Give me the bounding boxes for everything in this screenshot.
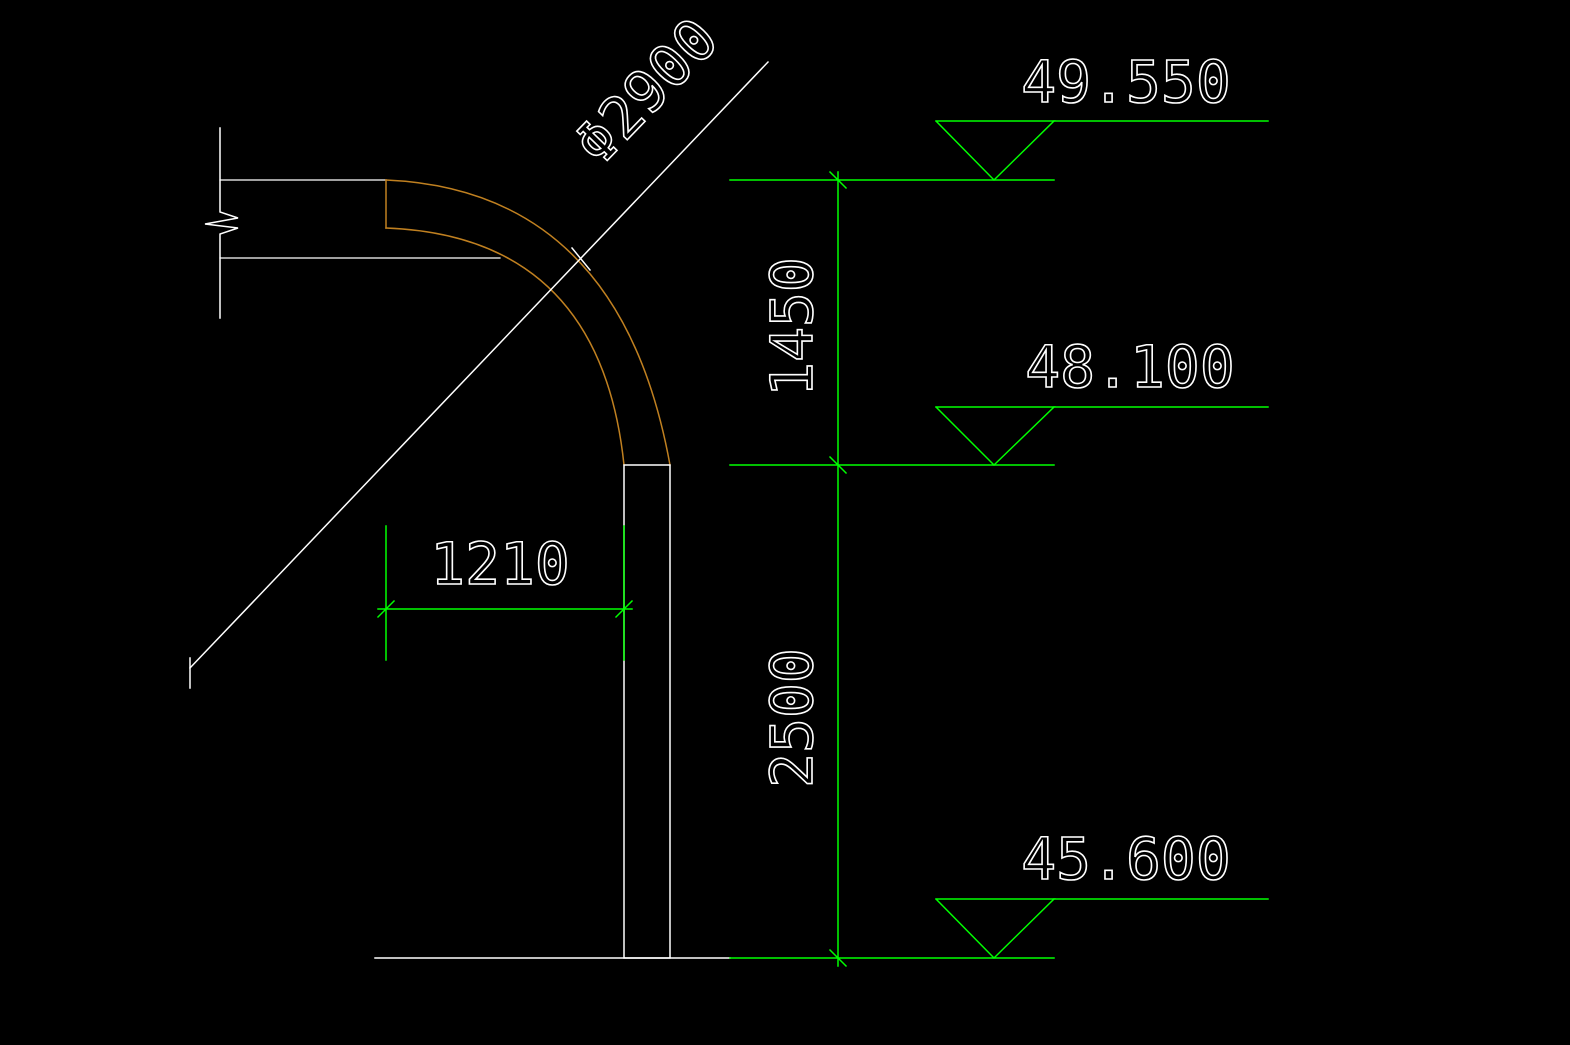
level-label-middle: 48.100 — [1025, 333, 1235, 401]
horizontal-dimension-label: 1210 — [430, 530, 570, 598]
level-label-bottom: 45.600 — [1021, 825, 1231, 893]
diameter-leader — [188, 60, 770, 689]
level-label-top: 49.550 — [1021, 48, 1231, 116]
column — [623, 464, 671, 959]
diameter-label: Φ2900 — [561, 5, 731, 178]
break-line — [204, 127, 239, 319]
horizontal-dimension — [376, 525, 634, 661]
level-marker-top — [934, 119, 1269, 182]
curved-beam — [385, 179, 671, 466]
vertical-dimension-lower-label: 2500 — [758, 648, 826, 788]
vertical-dimension-upper-label: 1450 — [758, 257, 826, 397]
level-marker-middle — [934, 405, 1269, 467]
vertical-dimension — [729, 170, 1055, 968]
level-marker-bottom — [934, 897, 1269, 960]
slab-lines — [219, 179, 501, 259]
